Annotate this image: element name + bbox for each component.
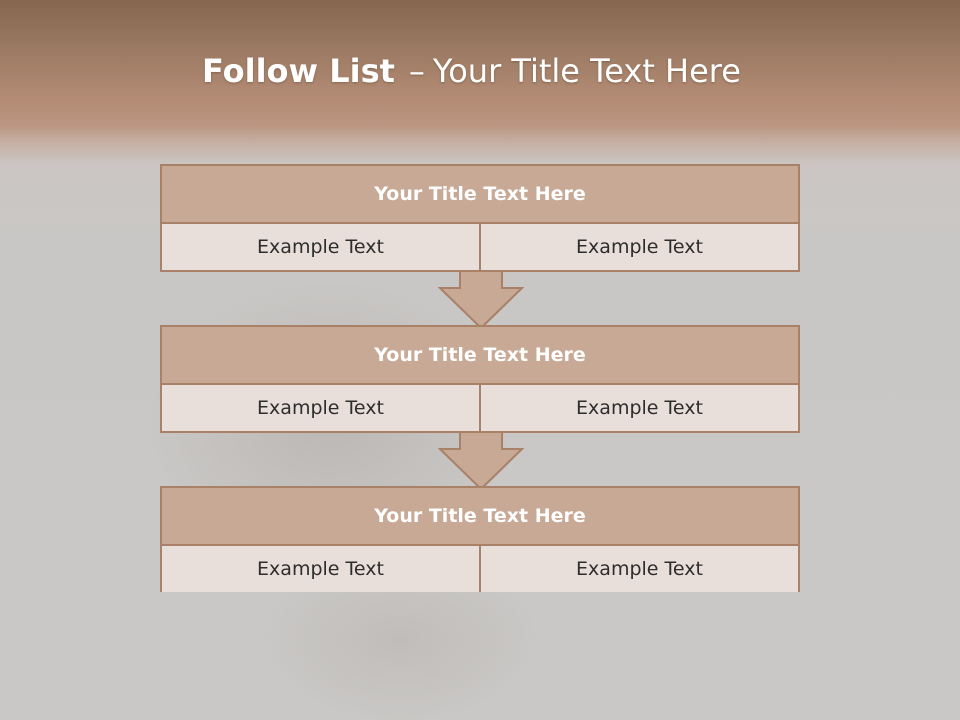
- block-title: Your Title Text Here: [162, 166, 798, 224]
- block-row: Example Text Example Text: [162, 546, 798, 592]
- flow-block-2: Your Title Text Here Example Text Exampl…: [160, 325, 800, 433]
- down-arrow-icon: [438, 431, 524, 491]
- flow-block-3: Your Title Text Here Example Text Exampl…: [160, 486, 800, 592]
- block-cell-left: Example Text: [162, 546, 479, 592]
- slide-title: Follow List–Your Title Text Here: [0, 52, 943, 90]
- block-row: Example Text Example Text: [162, 385, 798, 431]
- title-dash: –: [408, 52, 425, 90]
- block-cell-left: Example Text: [162, 385, 479, 431]
- block-cell-right: Example Text: [479, 385, 798, 431]
- title-bold: Follow List: [202, 52, 395, 90]
- block-title: Your Title Text Here: [162, 488, 798, 546]
- block-cell-right: Example Text: [479, 546, 798, 592]
- block-cell-left: Example Text: [162, 224, 479, 270]
- block-row: Example Text Example Text: [162, 224, 798, 270]
- block-cell-right: Example Text: [479, 224, 798, 270]
- title-rest: Your Title Text Here: [432, 52, 741, 90]
- down-arrow-icon: [438, 270, 524, 330]
- flow-block-1: Your Title Text Here Example Text Exampl…: [160, 164, 800, 272]
- block-title: Your Title Text Here: [162, 327, 798, 385]
